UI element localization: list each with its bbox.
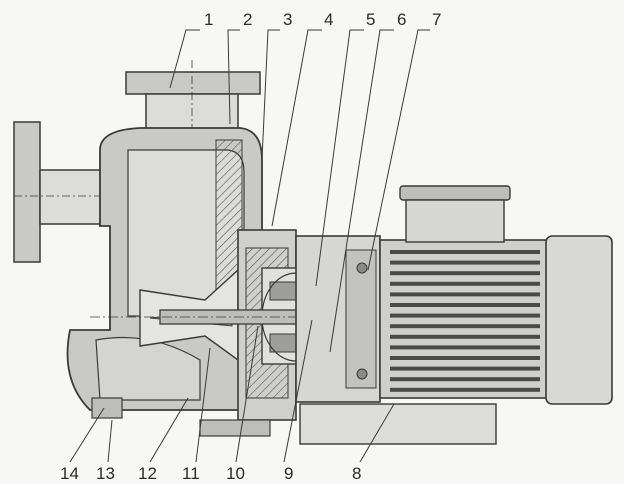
callout-label-11: 11 [182,464,200,483]
callout-label-7: 7 [432,10,441,29]
callout-label-3: 3 [283,10,292,29]
motor-fin [390,271,540,276]
motor-fin [390,303,540,307]
motor-fin [390,377,540,382]
callout-label-10: 10 [226,464,245,483]
callout-label-4: 4 [324,10,333,29]
motor-fin [390,387,540,392]
motor-fin [390,334,540,339]
motor-fin [390,345,540,350]
motor-fin [390,260,540,265]
motor-fin [390,292,540,297]
callout-label-6: 6 [397,10,406,29]
callout-label-5: 5 [366,10,375,29]
callout-label-14: 14 [60,464,79,483]
callout-label-1: 1 [204,10,213,29]
motor-fin [390,324,540,329]
motor-fin [390,356,540,360]
motor-fin [390,281,540,286]
motor-fin [390,250,540,254]
callout-label-12: 12 [138,464,157,483]
callout-label-2: 2 [243,10,252,29]
callout-leaders-bottom [69,319,395,463]
callout-leaders-top [169,29,430,353]
motor-body [379,235,613,405]
motor-fin [390,313,540,318]
terminal-box [399,185,511,243]
suction-flange [13,121,111,263]
callout-label-8: 8 [352,464,361,483]
callout-label-13: 13 [96,464,115,483]
motor-fin [390,366,540,371]
motor-cooling-fins [390,250,540,392]
motor-adapter [295,235,381,403]
callout-label-9: 9 [284,464,293,483]
pump-base [91,397,497,445]
